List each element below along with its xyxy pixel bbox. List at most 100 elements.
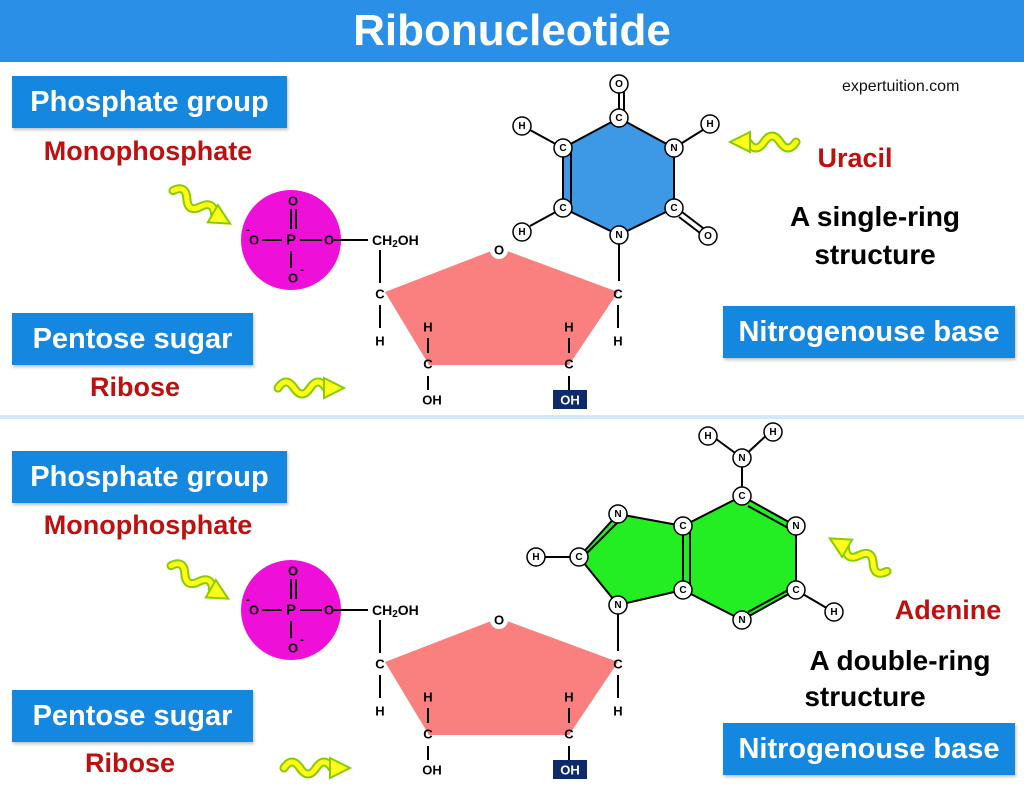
sugar-oh-c3: OH [422, 763, 442, 778]
sugar-h-c3: H [423, 690, 432, 705]
sugar-c2: C [564, 357, 574, 372]
nitrogenous-base-label-1: Nitrogenouse base [723, 306, 1015, 358]
adenine-c8-circle [569, 547, 589, 567]
adenine-c4-circle [673, 580, 693, 600]
uracil-c2: C [664, 198, 684, 218]
phosphate-minus-bottom: - [300, 634, 304, 646]
uracil-c5-circle [553, 138, 573, 158]
uracil-h5-symbol: H [518, 121, 525, 132]
uracil-c4: C [609, 108, 629, 128]
sugar-pentagon-2 [385, 618, 618, 735]
adenine-n3: N [732, 610, 752, 630]
sugar-h-c1: H [613, 334, 622, 349]
phosphate-minus-bottom: - [300, 264, 304, 276]
phosphate-circle-2 [241, 560, 341, 660]
uracil-c6-symbol: C [559, 203, 566, 214]
adenine-c6-circle [732, 486, 752, 506]
sugar-ring-oxygen: O [494, 243, 504, 258]
phosphate-o-top: O [288, 194, 298, 209]
uracil-description-line1: A single-ring [789, 201, 961, 232]
adenine-h6b: H [763, 422, 783, 442]
uracil-o2-circle [698, 226, 718, 246]
adenine-h8-circle [526, 547, 546, 567]
adenine-c5-symbol: C [679, 521, 686, 532]
adenine-c2: C [786, 580, 806, 600]
adenine-c8: C [569, 547, 589, 567]
adenine-c2-circle [786, 580, 806, 600]
sugar-pentagon-1 [385, 248, 618, 365]
uracil-n3-circle [664, 138, 684, 158]
uracil-h6-symbol: H [518, 227, 525, 238]
ch2oh-label: CH2OH [372, 232, 419, 250]
sugar-h-c1: H [613, 704, 622, 719]
page-title: Ribonucleotide [353, 6, 671, 55]
uracil-c4-symbol: C [615, 113, 622, 124]
phosphate-o-left: O [249, 233, 259, 248]
adenine-h6a: H [698, 426, 718, 446]
phosphate-p: P [286, 602, 296, 619]
adenine-n1: N [786, 516, 806, 536]
uracil-h5: H [512, 116, 532, 136]
adenine-h2: H [824, 602, 844, 622]
adenine-c5-circle [673, 516, 693, 536]
sugar-h-c4: H [375, 334, 384, 349]
uracil-h3-symbol: H [706, 119, 713, 130]
phosphate-group-label-1: Phosphate group [12, 76, 287, 128]
uracil-n1-circle [609, 225, 629, 245]
ribose-label-2: Ribose [84, 748, 176, 778]
uracil-c6-circle [553, 198, 573, 218]
ribose-label-1: Ribose [89, 372, 181, 402]
section-divider [0, 415, 1024, 419]
uracil-h3: H [700, 114, 720, 134]
sugar-oh-c2: OH [560, 393, 580, 408]
adenine-n1-circle [786, 516, 806, 536]
sugar-c3: C [423, 357, 433, 372]
uracil-ring [562, 116, 675, 237]
title-bar: Ribonucleotide [0, 0, 1024, 62]
uracil-h3-circle [700, 114, 720, 134]
phosphate-circle-1 [241, 190, 341, 290]
adenine-n9-circle [608, 595, 628, 615]
sugar-oh-c3: OH [422, 393, 442, 408]
uracil-co2-bond-b [678, 216, 701, 234]
adenine-double-bond-3 [585, 519, 621, 555]
sugar-c1: C [613, 657, 623, 672]
monophosphate-label-2: Monophosphate [43, 510, 253, 540]
adenine-c4-symbol: C [679, 585, 686, 596]
adenine-description-line2: structure [804, 681, 926, 712]
phosphate-minus-left: - [246, 594, 250, 606]
arrow-phosphate-2 [166, 557, 233, 607]
monophosphate-label-1: Monophosphate [43, 136, 253, 166]
uracil-o2-symbol: O [704, 231, 712, 242]
uracil-n3-symbol: N [670, 143, 677, 154]
adenine-n1-symbol: N [792, 521, 799, 532]
uracil-c2-circle [664, 198, 684, 218]
adenine-n6: N [732, 448, 752, 468]
sugar-c2: C [564, 727, 574, 742]
sugar-h-c3: H [423, 320, 432, 335]
adenine-n3-circle [732, 610, 752, 630]
adenine-n3-symbol: N [738, 615, 745, 626]
uracil-n3: N [664, 138, 684, 158]
uracil-h6: H [512, 222, 532, 242]
adenine-c2-symbol: C [792, 585, 799, 596]
adenine-n9-symbol: N [614, 600, 621, 611]
adenine-n7-circle [608, 504, 628, 524]
adenine-h8: H [526, 547, 546, 567]
adenine-c6: C [732, 486, 752, 506]
uracil-o4-circle [609, 74, 629, 94]
adenine-c5: C [673, 516, 693, 536]
uracil-o2: O [698, 226, 718, 246]
adenine-n9: N [608, 595, 628, 615]
arrow-adenine [825, 530, 892, 580]
adenine-n6-circle [732, 448, 752, 468]
uracil-o4-symbol: O [615, 79, 623, 90]
phosphate-o-bottom: O [288, 271, 298, 286]
nitrogenous-base-label-2: Nitrogenouse base [723, 723, 1015, 775]
adenine-n7-symbol: N [614, 509, 621, 520]
sugar-o-bg [490, 611, 508, 629]
